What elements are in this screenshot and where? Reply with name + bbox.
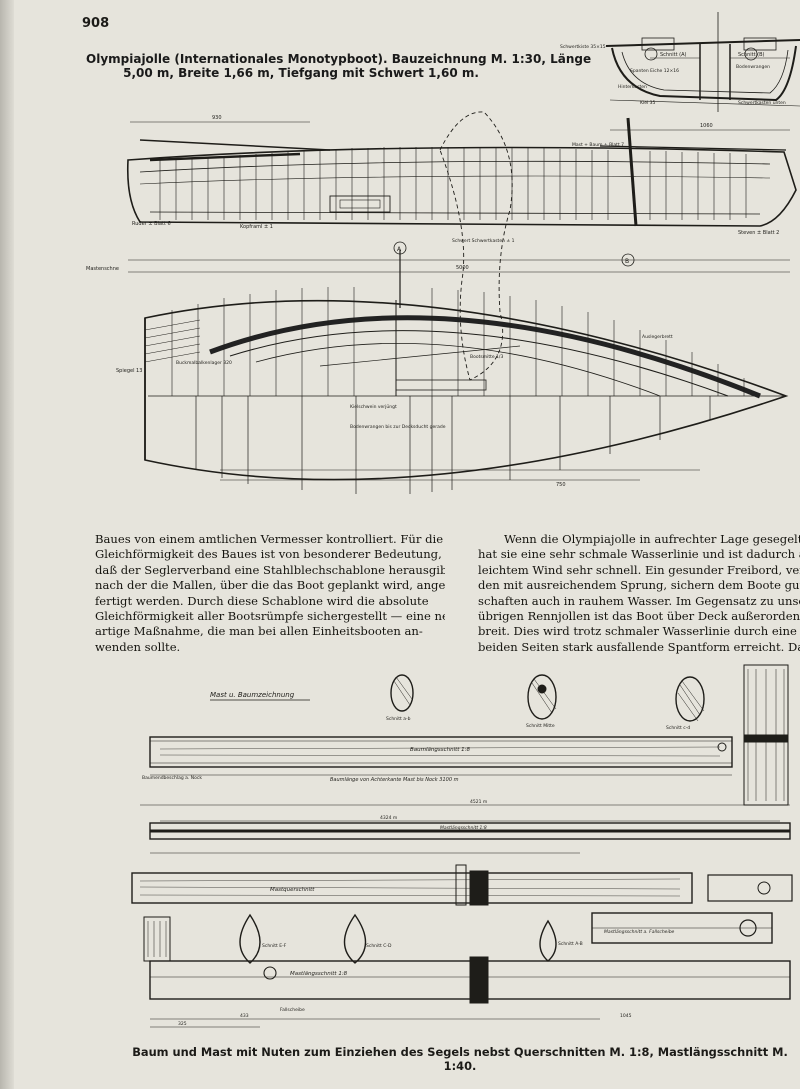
label-mastquerschnitt: Mastquerschnitt — [270, 887, 315, 893]
dim-4521: 4521 m — [470, 799, 487, 805]
label-schwert: Schwert Schwertkasten ± 1 — [452, 238, 515, 244]
label-schnitt-b: Schnitt (B) — [738, 52, 765, 58]
title-line-1: Olympiajolle (Internationales Monotypboo… — [86, 52, 592, 66]
body-line: übrigen Rennjollen ist das Boot über Dec… — [478, 609, 800, 624]
label-mast: Mast + Baum ± Blatt 7 — [572, 142, 624, 148]
dim-325: 325 — [178, 1021, 187, 1027]
label-schnitt-mitte: Schnitt Mitte — [526, 723, 555, 729]
dim-433: 433 — [240, 1013, 249, 1019]
body-line: Baues von einem amtlichen Vermesser kont… — [95, 532, 444, 546]
label-bodenwrangen: Bodenwrangen — [736, 64, 770, 70]
label-baumlaengsschnitt: Baumlängsschnitt 1:8 — [410, 747, 471, 753]
plan-frames — [171, 287, 745, 396]
label-schnitt-a: Schnitt (A) — [660, 52, 687, 58]
label-baumendbeschlag: Baumendbeschlag a. Nock — [142, 775, 202, 781]
section-a-b-2 — [539, 919, 557, 962]
plan-frames-lower — [195, 396, 711, 494]
dim-5000: 5000 — [456, 265, 469, 271]
section-e-f — [239, 913, 261, 964]
body-line: hat sie eine sehr schmale Wasserlinie un… — [478, 547, 800, 562]
dim-1045: 1045 — [620, 1013, 632, 1019]
body-line: den mit ausreichendem Sprung, sichern de… — [478, 578, 800, 593]
label-schwertkiste: Schwertkiste 35×15 — [560, 44, 606, 50]
body-line: Gleichförmigkeit aller Bootsrümpfe siche… — [95, 609, 445, 624]
label-ruder: Ruder ± Blatt 6 — [132, 221, 171, 227]
section-mitte — [527, 674, 557, 720]
label-schnitt-e-f: Schnitt E-F — [262, 943, 287, 949]
hull-construction-drawing: Schwertkiste 35×15 Schnitt (A) Schnitt (… — [86, 12, 800, 494]
label-hinterkasten: Hinterkasten — [618, 84, 647, 90]
dim-930: 930 — [212, 115, 222, 121]
body-line: Gleichförmigkeit des Baues ist von beson… — [95, 547, 442, 562]
dim-750: 750 — [556, 482, 566, 488]
label-mastenschne: Mastenschne — [86, 266, 119, 272]
label-schnitt-a-b: Schnitt a-b — [386, 716, 411, 722]
label-kiel: Kiel 35 — [640, 100, 656, 106]
label-buckmalbalken: Buckmalbalkenlager 320 — [176, 360, 232, 366]
body-line: artige Maßnahme, die man bei allen Einhe… — [95, 624, 423, 639]
sail-outline — [439, 111, 513, 381]
body-line: schaften auch in rauhem Wasser. Im Gegen… — [478, 593, 800, 608]
marker-a: A — [397, 246, 402, 253]
label-schnitt-a-b-2: Schnitt A-B — [558, 941, 583, 947]
label-fallscheibe: Fallscheibe — [280, 1007, 305, 1013]
label-ausleger: Auslegerbrett — [642, 334, 673, 340]
label-schnitt-c-d: Schnitt c-d — [666, 725, 690, 731]
page-sheet — [14, 0, 800, 1089]
hull-profile — [126, 117, 797, 227]
body-line: breit. Dies wird trotz schmaler Wasserli… — [478, 624, 800, 639]
boom-view — [149, 736, 733, 768]
label-baumlaenge: Baumlänge von Achterkante Mast bis Nock … — [330, 777, 459, 783]
label-mastlaengsschnitt-top: Mastlängsschnitt 1:8 — [440, 825, 487, 831]
label-schnitt-c-d-2: Schnitt C-D — [366, 943, 392, 949]
mast-boom-drawing: Mast u. Baumzeichnung Schnitt a-b Schnit… — [131, 664, 793, 1028]
page-gutter — [0, 0, 14, 1089]
body-line: fertigt werden. Durch diese Schablone wi… — [95, 593, 429, 608]
label-kopframl: Kopframl ± 1 — [240, 224, 273, 230]
label-steven: Steven ± Blatt 2 — [738, 230, 779, 236]
mast-drawing-heading: Mast u. Baumzeichnung — [210, 691, 295, 699]
transom-hatching — [144, 319, 201, 363]
section-a-b — [390, 674, 414, 712]
body-line: Wenn die Olympiajolle in aufrechter Lage… — [504, 532, 800, 546]
label-mastlaengsschnitt-bottom: Mastlängsschnitt 1:8 — [290, 971, 348, 977]
body-line: leichtem Wind sehr schnell. Ein gesunder… — [478, 562, 800, 577]
hull-plan-view — [144, 299, 789, 481]
body-column-left: Baues von einem amtlichen Vermesser kont… — [95, 532, 445, 655]
label-bodenwrangen-plan: Bodenwrangen bis zur Decksducht gerade — [350, 424, 446, 430]
cross-section-drawing — [605, 12, 800, 112]
marker-b: B — [625, 258, 629, 265]
body-column-right: Wenn die Olympiajolle in aufrechter Lage… — [478, 532, 800, 655]
title-line-2: 5,00 m, Breite 1,66 m, Tiefgang mit Schw… — [123, 66, 479, 80]
body-line: daß der Seglerverband eine Stahlblechsch… — [95, 562, 445, 577]
section-c-d — [675, 676, 705, 722]
section-c-d-2 — [343, 913, 367, 964]
body-line: beiden Seiten stark ausfallende Spantfor… — [478, 639, 800, 654]
label-bootsmitte: Bootsmitte 1/3 — [470, 354, 503, 360]
mast-cross-row — [131, 872, 693, 904]
label-spiegel: Spiegel 13 — [116, 368, 142, 374]
dim-4324: 4324 m — [380, 815, 397, 821]
label-spanten: Spanten Eiche 12×16 — [630, 68, 679, 74]
dim-1060: 1060 — [700, 123, 713, 129]
body-line: nach der die Mallen, über die das Boot g… — [95, 578, 445, 593]
label-schwertkasten: Schwertkasten unten — [738, 100, 786, 106]
page-title: Olympiajolle (Internationales Monotypboo… — [86, 52, 592, 80]
page-number: 908 — [82, 16, 110, 31]
label-mastlaengsschnitt-fall: Mastlängsschnitt a. Fallscheibe — [604, 929, 675, 935]
body-line: wenden sollte. — [95, 639, 181, 654]
figure-caption: Baum und Mast mit Nuten zum Einziehen de… — [132, 1045, 788, 1073]
hull-frames — [159, 147, 747, 220]
label-kielschwein: Kielschwein verjüngt — [350, 404, 397, 410]
